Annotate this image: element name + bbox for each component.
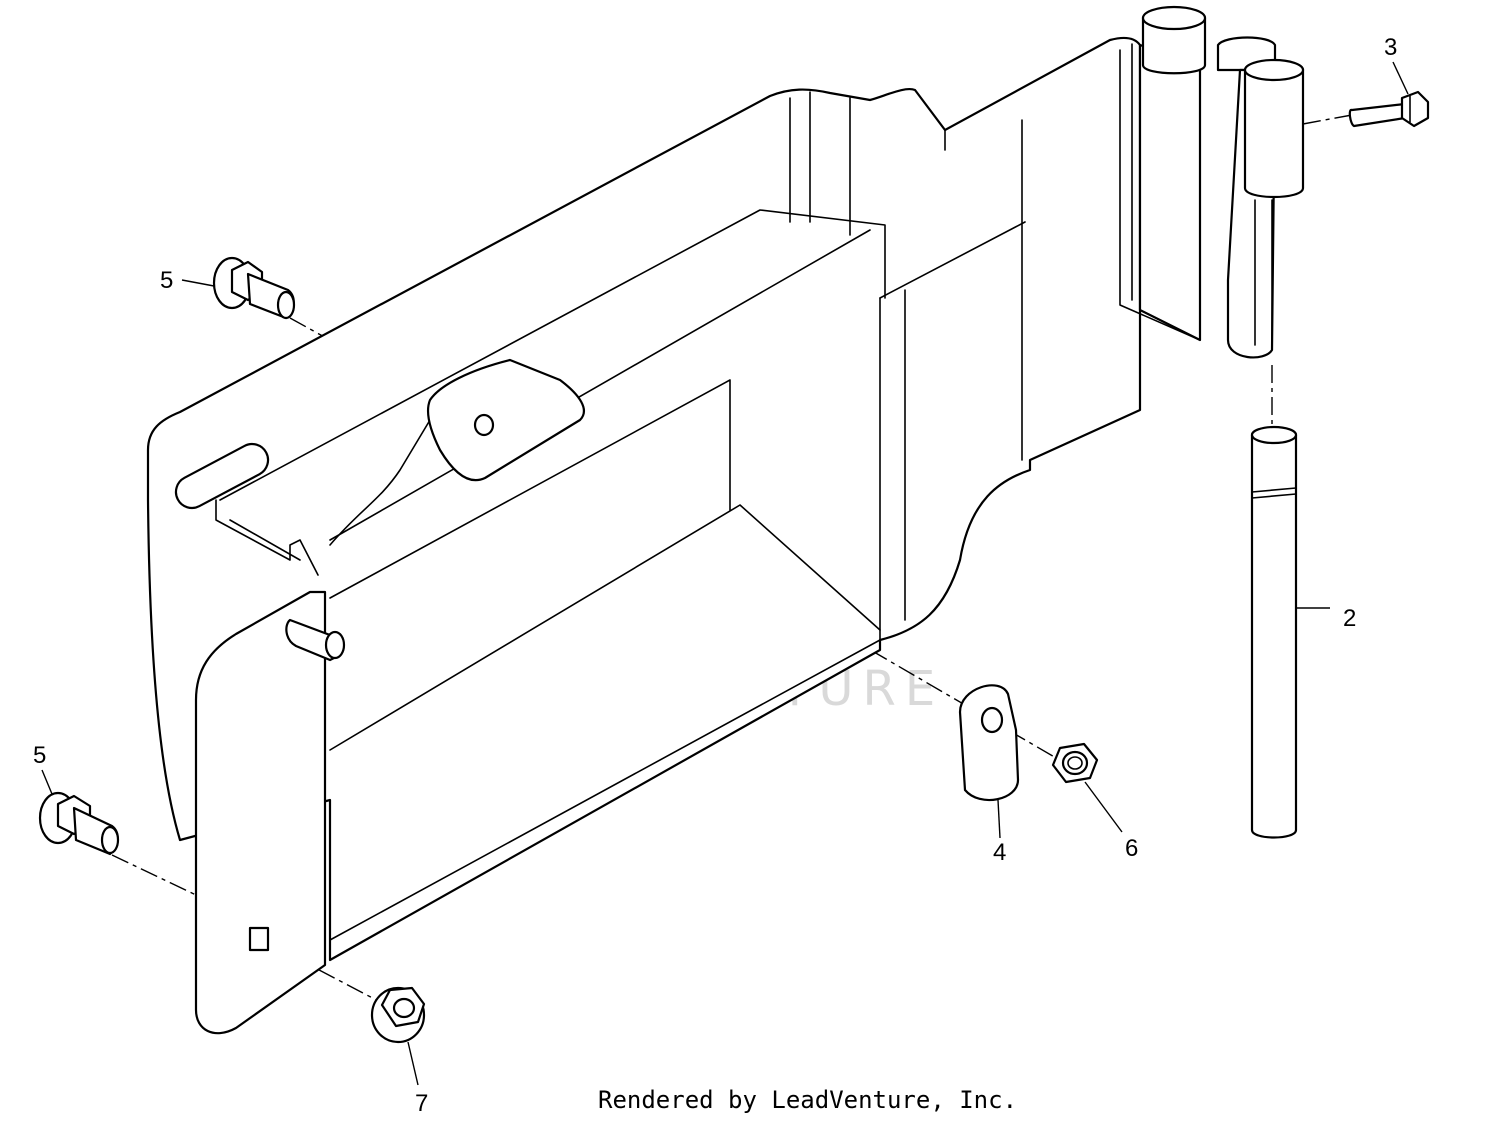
part-7-nut: [370, 986, 426, 1044]
mount-bracket-frame: [146, 36, 1201, 962]
part-3-bolt: [1348, 90, 1430, 128]
leader-lines: [41, 61, 1409, 1086]
part-6-nut: [1051, 742, 1099, 784]
callout-6: 6: [1125, 835, 1138, 862]
callout-5-lower: 5: [33, 742, 46, 769]
leader-5-upper: [181, 279, 215, 287]
pivot-tab: [426, 358, 585, 482]
latch-stud: [285, 618, 346, 662]
callout-4: 4: [993, 839, 1006, 866]
part-5-bolt-lower: [38, 791, 120, 856]
leader-7: [407, 1041, 419, 1086]
callout-5-upper: 5: [160, 267, 173, 294]
part-2-pin: [1250, 425, 1298, 839]
adjustment-slot: [174, 442, 270, 510]
callout-2: 2: [1343, 605, 1356, 632]
leader-4: [997, 799, 1001, 839]
front-plate: [194, 499, 327, 1035]
leader-5-lower: [41, 769, 53, 795]
part-5-bolt-upper: [212, 256, 296, 320]
square-hole: [248, 926, 270, 952]
leader-3: [1392, 61, 1409, 95]
part-4-link: [958, 684, 1020, 802]
hinge-assembly: [1138, 5, 1305, 359]
callout-7: 7: [415, 1090, 428, 1117]
footer-credit: Rendered by LeadVenture, Inc.: [598, 1086, 1017, 1114]
callouts: 2 3 4 5 5 6 7: [33, 34, 1397, 1117]
leader-6: [1084, 781, 1123, 833]
callout-3: 3: [1384, 34, 1397, 61]
